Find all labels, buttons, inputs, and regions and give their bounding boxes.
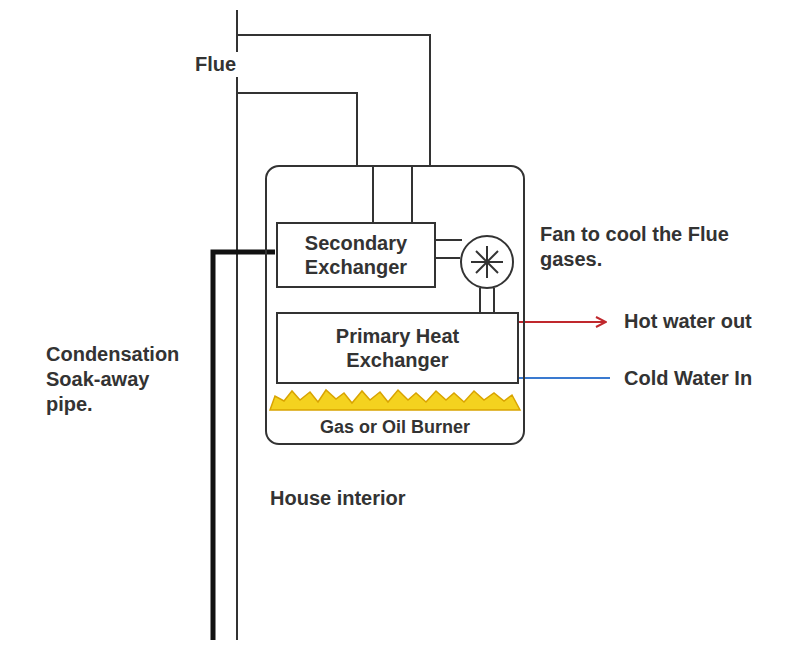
burner-flames <box>270 390 520 410</box>
fan-duct <box>479 288 481 312</box>
burner-label: Gas or Oil Burner <box>267 417 523 439</box>
diagram-label: House interior <box>270 486 470 511</box>
flue-pipe <box>237 93 357 165</box>
box-label: Primary Heat Exchanger <box>284 324 511 372</box>
box-label: Secondary Exchanger <box>284 231 428 279</box>
diagram-label: Hot water out <box>624 309 794 334</box>
diagram-label: Condensation Soak-away pipe. <box>46 342 188 417</box>
primary-exchanger-box: Primary Heat Exchanger <box>276 312 519 384</box>
diagram-label: Flue <box>193 52 238 77</box>
wall-line <box>236 10 238 640</box>
fan-duct <box>435 239 462 241</box>
hot-water-pipe <box>517 321 606 323</box>
diagram-label: Cold Water In <box>624 366 794 391</box>
flue-duct <box>372 165 374 222</box>
fan-symbol <box>461 236 513 288</box>
flue-duct <box>411 165 413 222</box>
cold-water-pipe <box>517 377 610 379</box>
fan-duct <box>493 288 495 312</box>
boiler-housing: Gas or Oil Burner Secondary ExchangerPrim… <box>265 165 525 445</box>
flue-pipe <box>237 35 430 165</box>
secondary-exchanger-box: Secondary Exchanger <box>276 222 436 288</box>
fan-duct <box>435 257 460 259</box>
fan-blades <box>471 246 503 278</box>
diagram-label: Fan to cool the Flue gases. <box>540 222 785 272</box>
